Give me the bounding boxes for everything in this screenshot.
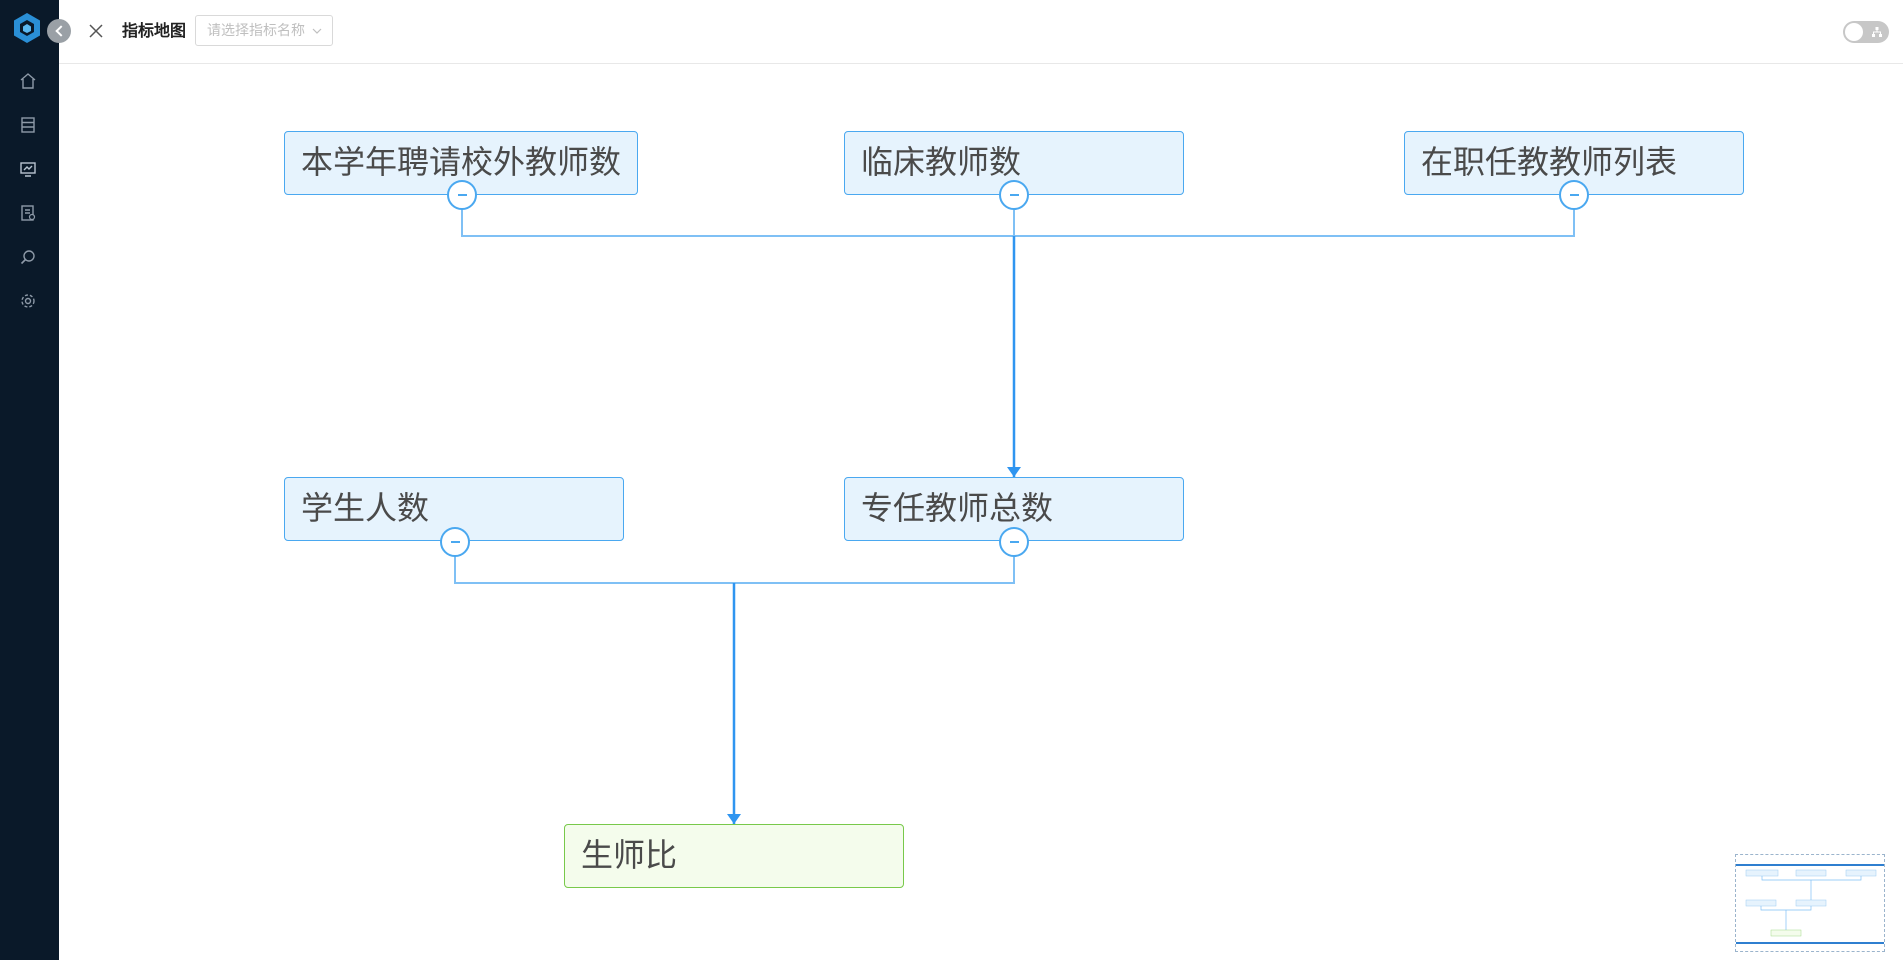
node-label: 在职任教教师列表 (1421, 143, 1678, 181)
node-n1[interactable]: 本学年聘请校外教师数 (284, 131, 638, 195)
collapse-toggle-n1[interactable] (447, 180, 477, 210)
search-icon[interactable] (18, 247, 38, 267)
sidebar (0, 0, 59, 960)
collapse-toggle-n4[interactable] (440, 527, 470, 557)
layout-toggle[interactable] (1843, 21, 1889, 43)
metric-select-placeholder: 请选择指标名称 (207, 23, 305, 39)
node-label: 本学年聘请校外教师数 (301, 143, 622, 181)
connector-group-1 (461, 195, 1575, 237)
collapse-toggle-n2[interactable] (999, 180, 1029, 210)
table-icon[interactable] (18, 115, 38, 135)
gear-icon[interactable] (18, 291, 38, 311)
node-label: 专任教师总数 (861, 489, 1054, 527)
collapse-toggle-n3[interactable] (1559, 180, 1589, 210)
metric-select[interactable]: 请选择指标名称 (195, 15, 333, 46)
sidebar-collapse-button[interactable] (47, 19, 71, 43)
toggle-knob (1845, 23, 1863, 41)
connector-group-2 (454, 542, 1015, 584)
diagram-canvas[interactable]: 本学年聘请校外教师数 临床教师数 在职任教教师列表 学生人数 专任教师总数 生师… (59, 64, 1903, 960)
node-label: 学生人数 (301, 489, 430, 527)
node-n6[interactable]: 生师比 (564, 824, 904, 888)
node-label: 生师比 (581, 836, 678, 874)
minimap-preview (1736, 864, 1884, 944)
hierarchy-icon (1872, 27, 1882, 37)
monitor-chart-icon[interactable] (18, 159, 38, 179)
collapse-toggle-n5[interactable] (999, 527, 1029, 557)
close-icon[interactable] (87, 22, 105, 40)
header: 指标地图 请选择指标名称 (59, 0, 1903, 64)
chevron-down-icon (312, 28, 322, 34)
report-icon[interactable] (18, 203, 38, 223)
node-label: 临床教师数 (861, 143, 1022, 181)
page-title: 指标地图 (122, 21, 187, 40)
home-icon[interactable] (18, 71, 38, 91)
diagram-edges (454, 195, 1575, 824)
minimap[interactable] (1735, 854, 1885, 952)
logo-icon (14, 13, 40, 43)
